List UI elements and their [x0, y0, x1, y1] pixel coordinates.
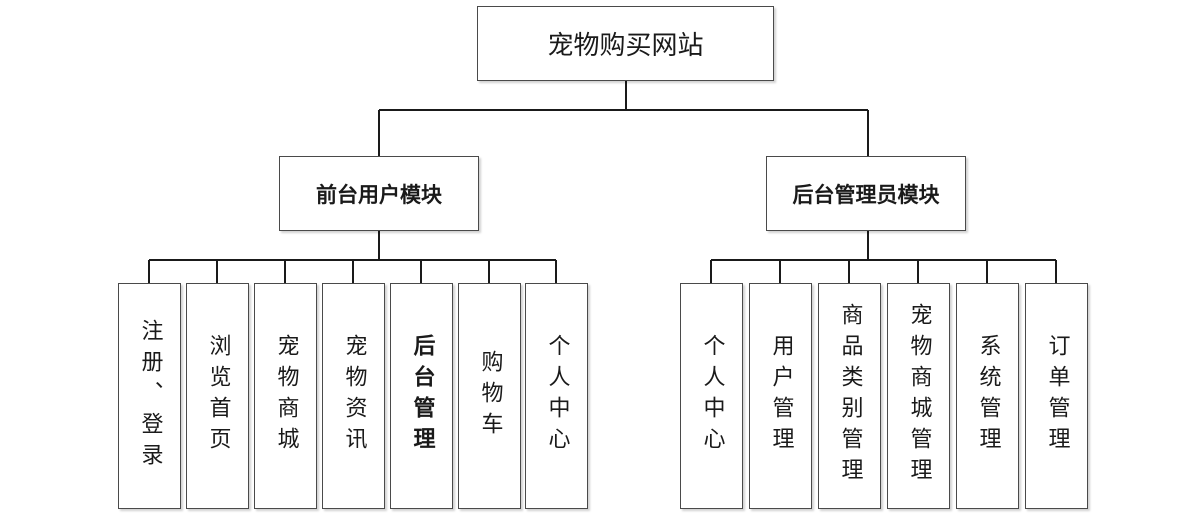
- leaf-node-label: 订单管理: [1044, 334, 1070, 458]
- leaf-node-backend-manage: 后台管理: [390, 283, 453, 509]
- leaf-node-pet-mall-manage: 宠物商城管理: [887, 283, 950, 509]
- root-node-label: 宠物购买网站: [547, 31, 704, 61]
- leaf-node-label: 个人中心: [699, 334, 725, 458]
- leaf-node-register-login: 注册、登录: [118, 283, 181, 509]
- leaf-node-cart: 购物车: [458, 283, 521, 509]
- leaf-node-category-manage: 商品类别管理: [818, 283, 881, 509]
- root-node: 宠物购买网站: [477, 6, 774, 81]
- leaf-node-label: 购物车: [477, 349, 503, 443]
- module-node-label: 后台管理员模块: [792, 182, 940, 207]
- leaf-node-order-manage: 订单管理: [1025, 283, 1088, 509]
- leaf-node-personal-center: 个人中心: [680, 283, 743, 509]
- leaf-node-browse-home: 浏览首页: [186, 283, 249, 509]
- leaf-node-label: 系统管理: [975, 334, 1001, 458]
- leaf-node-label: 宠物资讯: [341, 334, 367, 458]
- leaf-node-label: 浏览首页: [205, 334, 231, 458]
- module-node-label: 前台用户模块: [316, 182, 442, 207]
- leaf-node-pet-mall: 宠物商城: [254, 283, 317, 509]
- leaf-node-label: 注册、登录: [137, 318, 163, 474]
- leaf-node-label: 商品类别管理: [837, 303, 863, 489]
- leaf-node-system-manage: 系统管理: [956, 283, 1019, 509]
- module-node-front-user: 前台用户模块: [279, 156, 479, 231]
- leaf-node-label: 宠物商城管理: [906, 303, 932, 489]
- leaf-node-label: 个人中心: [544, 334, 570, 458]
- module-node-back-admin: 后台管理员模块: [766, 156, 966, 231]
- leaf-node-user-manage: 用户管理: [749, 283, 812, 509]
- leaf-node-pet-news: 宠物资讯: [322, 283, 385, 509]
- leaf-node-label: 后台管理: [409, 334, 435, 458]
- leaf-node-personal-center: 个人中心: [525, 283, 588, 509]
- leaf-node-label: 宠物商城: [273, 334, 299, 458]
- leaf-node-label: 用户管理: [768, 334, 794, 458]
